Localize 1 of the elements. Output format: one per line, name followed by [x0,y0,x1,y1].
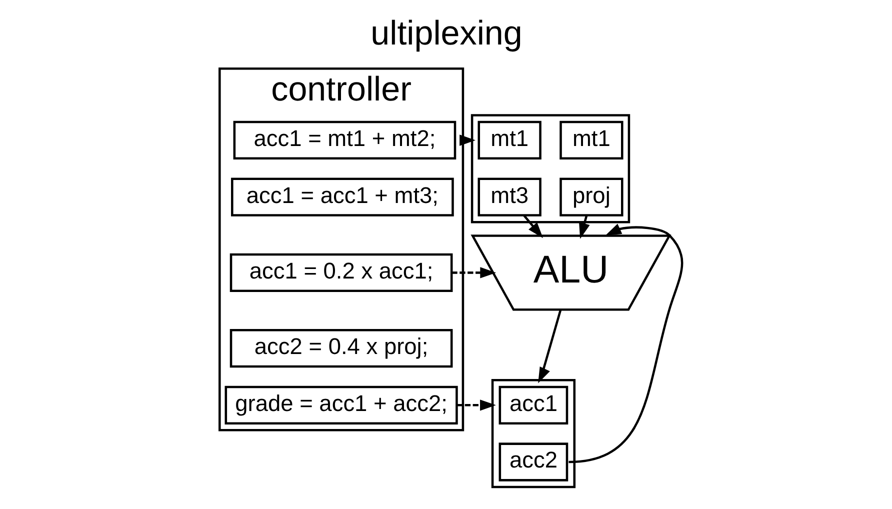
diagram-title: ultiplexing [370,14,522,53]
